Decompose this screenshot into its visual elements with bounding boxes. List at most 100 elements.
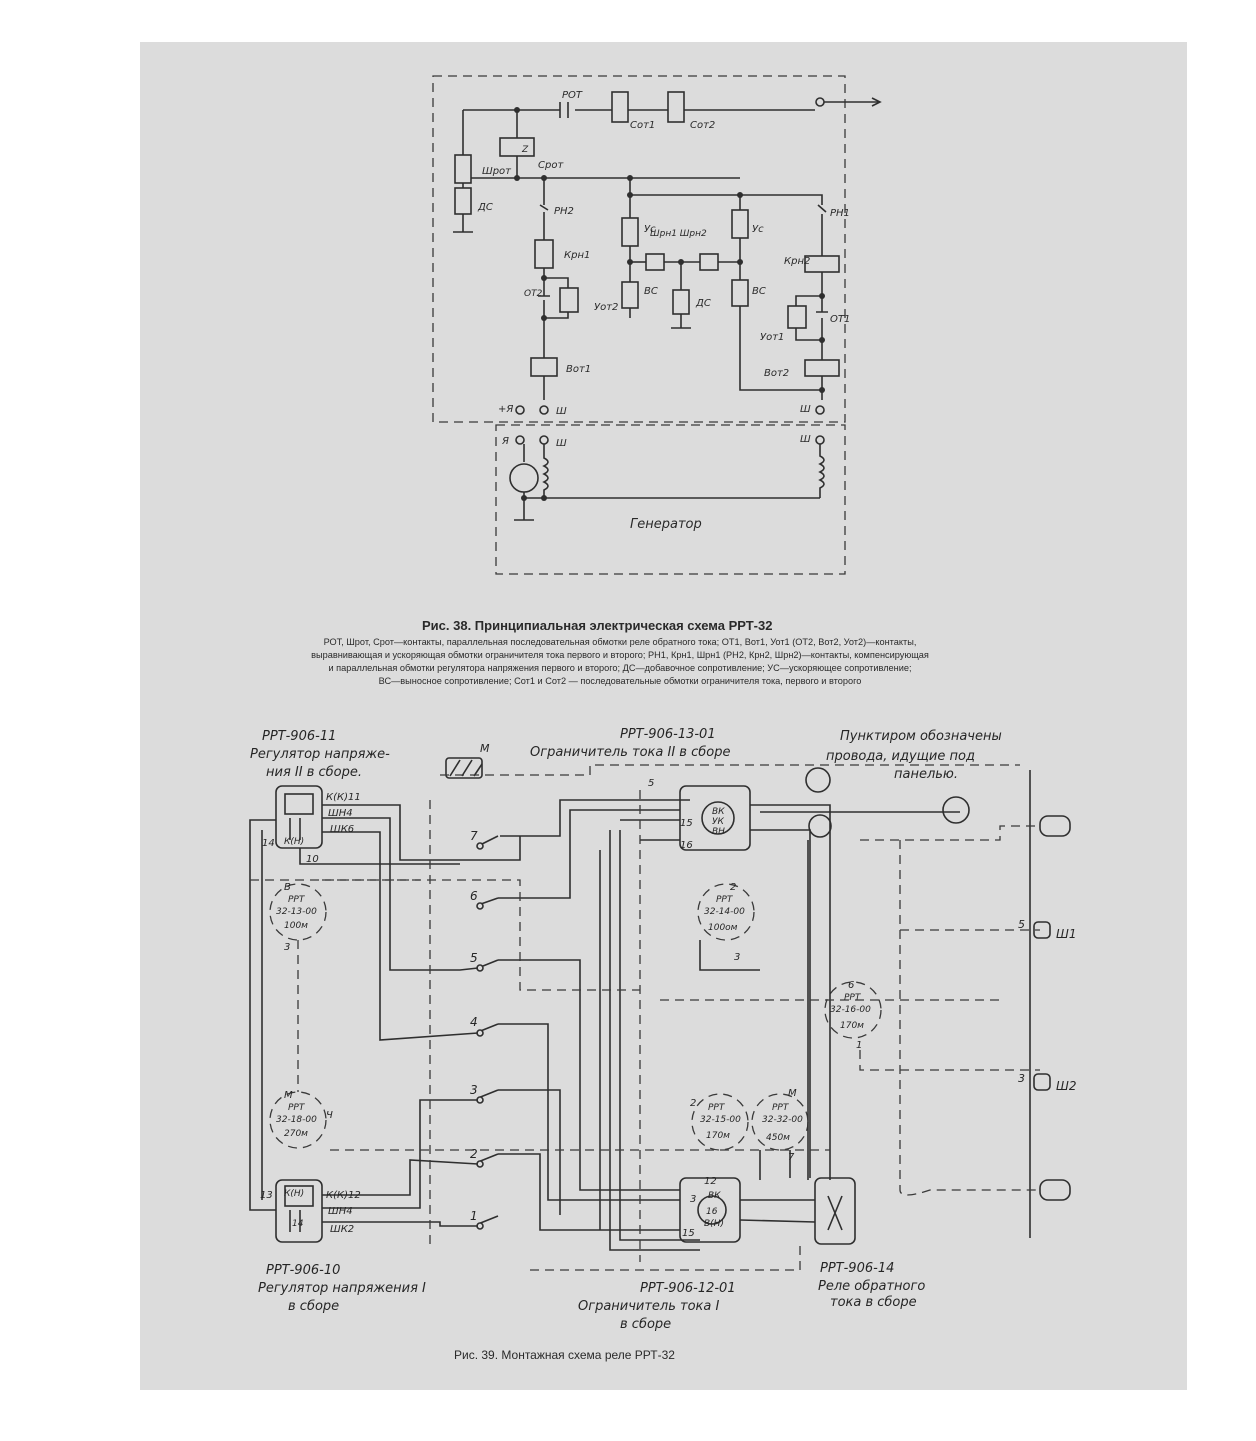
- label-ds-middle: ДС: [695, 298, 711, 309]
- label-reg2-kk11: К(К)11: [326, 792, 361, 803]
- label-lim2-pin-5: 5: [648, 778, 654, 789]
- figure-39-labels: РРТ-906-11 Регулятор напряже- ния II в с…: [250, 727, 1076, 1332]
- label-r4-code2: 32-16-00: [830, 1005, 871, 1015]
- label-reg1-kk12: К(К)12: [326, 1190, 361, 1201]
- label-reg1-kn: К(Н): [284, 1189, 304, 1199]
- label-r3-pin-3: 3: [734, 952, 740, 963]
- label-sh-3: Ш: [556, 438, 567, 449]
- label-lim1-pin-3: 3: [690, 1194, 696, 1205]
- label-sh1: Ш1: [1056, 927, 1076, 941]
- label-lim1-pin-16: 16: [706, 1207, 718, 1217]
- label-vot1: Вот1: [566, 364, 591, 375]
- label-reg1-shk2: ШК2: [330, 1224, 354, 1235]
- label-reg1-pin-14: 14: [292, 1219, 304, 1229]
- label-note-line2: провода, идущие под: [826, 749, 975, 764]
- label-r2-code: РРТ: [288, 1103, 306, 1113]
- label-krn1: Крн1: [564, 250, 590, 261]
- label-m-block: М: [480, 742, 490, 755]
- label-reg2-code: РРТ-906-11: [262, 729, 336, 744]
- label-r2-code2: 32-18-00: [276, 1115, 317, 1125]
- label-ds: ДС: [477, 202, 493, 213]
- label-r4-pin-6: 6: [848, 980, 854, 991]
- fig38-caption-line: и параллельная обмотки регулятора напряж…: [328, 663, 912, 673]
- label-r1-pin-3: 3: [284, 942, 290, 953]
- label-r1-pin-b: В: [284, 882, 291, 893]
- label-r1-value: 100м: [284, 921, 308, 931]
- label-rot: РОТ: [562, 90, 583, 101]
- label-rn2: РН2: [554, 206, 574, 217]
- label-reg1-shn4: ШН4: [328, 1206, 353, 1217]
- label-r3-code: РРТ: [716, 895, 734, 905]
- label-reg2-kn: К(Н): [284, 837, 304, 847]
- label-r3-value: 100ом: [708, 923, 738, 933]
- label-reg1-code: РРТ-906-10: [266, 1263, 340, 1278]
- label-krn2: Крн2: [784, 256, 810, 267]
- label-note-line3: панелью.: [894, 767, 958, 782]
- label-r3-pin-2: 2: [730, 882, 736, 893]
- label-uot1: Уот1: [760, 332, 784, 343]
- label-reg1-pin-13: 13: [260, 1190, 273, 1201]
- label-reg2-shk6: ШК6: [330, 824, 354, 835]
- label-r1-code2: 32-13-00: [276, 907, 317, 917]
- label-r4-value: 170м: [840, 1021, 864, 1031]
- label-rot-name2: тока в сборе: [830, 1295, 917, 1310]
- figure-39-wiring: [249, 757, 1071, 1271]
- label-sot2: Сот2: [690, 120, 715, 131]
- label-lim2-vn: ВН: [712, 827, 725, 837]
- label-r5-code: РРТ: [708, 1103, 726, 1113]
- label-z: Z: [521, 145, 529, 155]
- label-terminal-6: 6: [470, 889, 478, 903]
- label-r1-code: РРТ: [288, 895, 306, 905]
- label-srot: Срот: [538, 160, 564, 171]
- label-lim2-code: РРТ-906-13-01: [620, 727, 716, 742]
- label-r2-pin-m: М: [284, 1090, 293, 1101]
- label-lim2-name: Ограничитель тока II в сборе: [530, 745, 730, 760]
- label-sh-4: Ш: [800, 434, 811, 445]
- label-r2-value: 270м: [284, 1129, 308, 1139]
- label-r6-code2: 32-32-00: [762, 1115, 803, 1125]
- label-lim2-pin-15: 15: [680, 818, 693, 829]
- label-us-right: Ус: [752, 224, 764, 235]
- label-vs-right: ВС: [752, 286, 766, 297]
- label-lim1-pin-12: 12: [704, 1176, 717, 1187]
- fig38-caption-text: РОТ, Шрот, Срот—контакты, параллельная п…: [130, 636, 1110, 688]
- label-lim1-code: РРТ-906-12-01: [640, 1281, 736, 1296]
- label-uot2: Уот2: [594, 302, 618, 313]
- label-sh1-pin: 5: [1018, 918, 1025, 931]
- label-terminal-2: 2: [470, 1147, 478, 1161]
- label-sh2-pin: 3: [1018, 1072, 1025, 1085]
- label-r6-value: 450м: [766, 1133, 790, 1143]
- label-note-line1: Пунктиром обозначены: [840, 729, 1002, 744]
- label-lim1-name2: в сборе: [620, 1317, 671, 1332]
- label-sot1: Сот1: [630, 120, 655, 131]
- label-shrn: Шрн1 Шрн2: [650, 229, 707, 239]
- label-terminal-5: 5: [470, 951, 478, 965]
- fig38-caption-line: РОТ, Шрот, Срот—контакты, параллельная п…: [323, 637, 917, 647]
- label-reg1-name2: в сборе: [288, 1299, 339, 1314]
- label-r6-pin-m: М: [788, 1088, 797, 1099]
- label-lim1-vk: ВК: [708, 1191, 721, 1201]
- label-r2-pin-4: Ч: [326, 1110, 333, 1121]
- label-lim2-pin-16: 16: [680, 840, 693, 851]
- label-r5-value: 170м: [706, 1131, 730, 1141]
- label-reg2-name: Регулятор напряже-: [250, 747, 390, 762]
- fig39-caption-title: Рис. 39. Монтажная схема реле РРТ-32: [454, 1348, 675, 1362]
- label-vot2: Вот2: [764, 368, 789, 379]
- label-lim1-name: Ограничитель тока I: [578, 1299, 720, 1314]
- label-reg2-pin-10: 10: [306, 854, 319, 865]
- label-reg2-pin-14: 14: [262, 838, 275, 849]
- label-reg1-name: Регулятор напряжения I: [258, 1281, 426, 1296]
- label-sh2: Ш2: [1056, 1079, 1076, 1093]
- fig38-caption-title: Рис. 38. Принципиальная электрическая сх…: [422, 618, 773, 633]
- label-ot1: ОТ1: [830, 314, 850, 325]
- label-r4-code: РРТ: [844, 993, 862, 1003]
- label-ot2: ОТ2: [524, 289, 543, 299]
- label-reg2-name2: ния II в сборе.: [266, 765, 362, 780]
- label-r6-code: РРТ: [772, 1103, 790, 1113]
- label-lim1-vn: В(Н): [704, 1219, 724, 1229]
- figure-38-schematic: [432, 75, 882, 575]
- label-us-left: Ус: [644, 224, 656, 235]
- label-terminal-7: 7: [470, 829, 478, 843]
- label-reg2-shn4: ШН4: [328, 808, 353, 819]
